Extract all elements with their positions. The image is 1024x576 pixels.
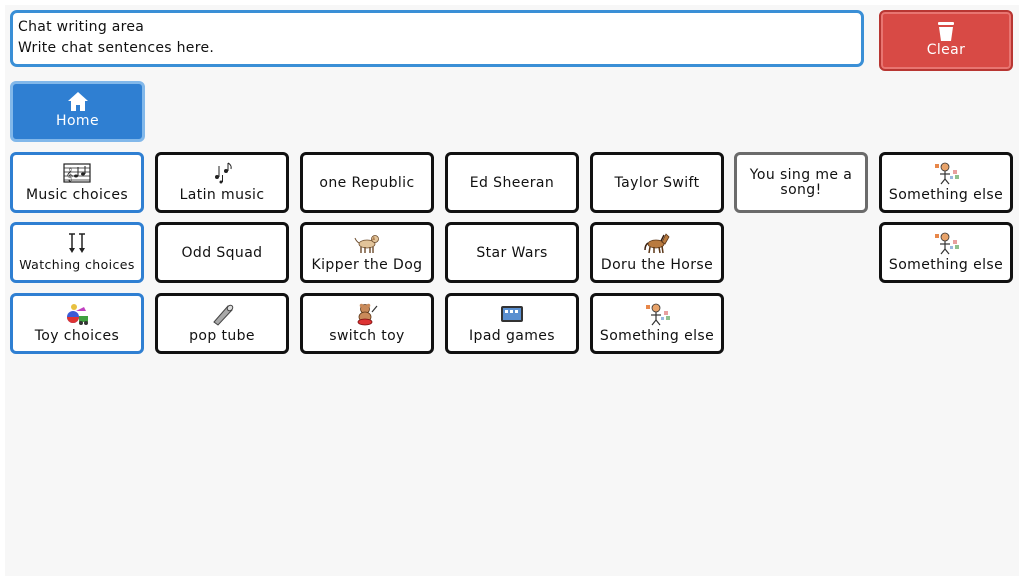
clear-button[interactable]: Clear <box>879 10 1013 71</box>
tile-odd-squad[interactable]: Odd Squad <box>155 222 289 283</box>
tile-ipad-games[interactable]: Ipad games <box>445 293 579 354</box>
chat-placeholder: Write chat sentences here. <box>18 40 215 56</box>
tile-label: one Republic <box>319 174 415 191</box>
chat-title: Chat writing area <box>18 19 145 35</box>
watch-arrows-icon <box>69 233 85 253</box>
tile-label: Something else <box>888 257 1004 273</box>
tile-label: Latin music <box>179 187 265 203</box>
tile-label: switch toy <box>329 328 405 344</box>
tile-label: Ed Sheeran <box>469 174 555 191</box>
tablet-icon <box>501 306 523 322</box>
tile-pop-tube[interactable]: pop tube <box>155 293 289 354</box>
tile-label: Something else <box>888 187 1004 203</box>
tile-one-republic[interactable]: one Republic <box>300 152 434 213</box>
person-thinking-icon <box>935 162 959 185</box>
tile-sing-me-a-song[interactable]: You sing me a song! <box>734 152 868 213</box>
tile-label: Music choices <box>25 187 129 203</box>
svg-text:𝄞: 𝄞 <box>66 167 73 181</box>
home-label: Home <box>56 113 99 129</box>
tile-label: Star Wars <box>476 244 548 261</box>
tile-taylor-swift[interactable]: Taylor Swift <box>590 152 724 213</box>
tile-kipper-the-dog[interactable]: Kipper the Dog <box>300 222 434 283</box>
bear-drum-icon <box>357 303 378 326</box>
person-thinking-icon <box>935 232 959 255</box>
tile-label: Toy choices <box>34 328 120 344</box>
tile-something-else[interactable]: Something else <box>879 222 1013 283</box>
chat-writing-area[interactable]: Chat writing area Write chat sentences h… <box>10 10 864 67</box>
tile-watching-choices[interactable]: Watching choices <box>10 222 144 283</box>
tile-something-else[interactable]: Something else <box>879 152 1013 213</box>
tile-label: Ipad games <box>469 328 555 344</box>
tube-icon <box>213 304 234 326</box>
music-notes-icon <box>215 162 232 184</box>
tile-label: Doru the Horse <box>600 257 714 273</box>
tile-label: Taylor Swift <box>614 174 700 191</box>
horse-icon <box>644 233 670 254</box>
tile-ed-sheeran[interactable]: Ed Sheeran <box>445 152 579 213</box>
home-button[interactable]: Home <box>10 81 145 142</box>
trash-icon <box>938 22 954 41</box>
tile-doru-the-horse[interactable]: Doru the Horse <box>590 222 724 283</box>
app-background <box>5 5 1019 576</box>
tile-something-else[interactable]: Something else <box>590 293 724 354</box>
dog-icon <box>354 235 379 253</box>
tile-label: Something else <box>599 328 715 344</box>
toys-icon <box>67 304 88 325</box>
tile-label: Odd Squad <box>181 244 263 261</box>
tile-latin-music[interactable]: Latin music <box>155 152 289 213</box>
tile-switch-toy[interactable]: switch toy <box>300 293 434 354</box>
music-staff-icon: 𝄞 <box>63 163 91 183</box>
tile-label: Kipper the Dog <box>311 257 423 273</box>
house-icon <box>67 92 88 111</box>
person-thinking-icon <box>646 303 670 326</box>
clear-label: Clear <box>926 42 966 58</box>
tile-star-wars[interactable]: Star Wars <box>445 222 579 283</box>
tile-label: You sing me a song! <box>749 166 853 198</box>
tile-toy-choices[interactable]: Toy choices <box>10 293 144 354</box>
tile-music-choices[interactable]: 𝄞 Music choices <box>10 152 144 213</box>
tile-label: pop tube <box>189 328 255 344</box>
tile-label: Watching choices <box>19 257 135 272</box>
